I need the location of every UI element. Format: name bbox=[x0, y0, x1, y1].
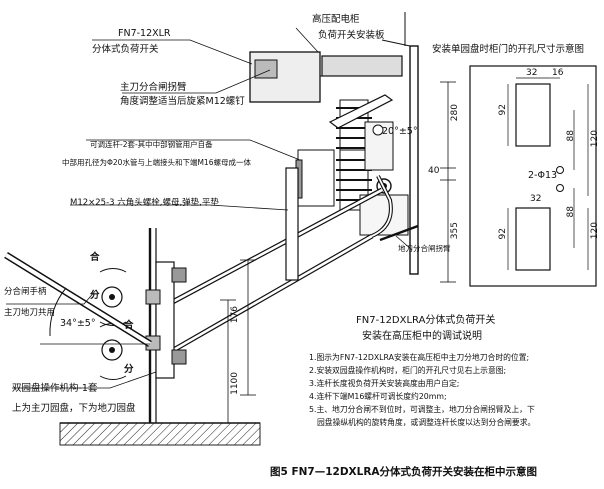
note-item: 4.连杆下端M16螺杆可调长度约20mm; bbox=[309, 392, 447, 401]
mounting-board bbox=[381, 12, 419, 275]
door-cutout-diagram bbox=[469, 65, 597, 287]
mechanism-description: 上为主刀园盘，下为地刀园盘 bbox=[12, 403, 136, 414]
note-item: 5.主、地刀分合闸不到位时，可调整主，地刀分合闸拐臂及上，下 bbox=[309, 405, 535, 414]
close-label-upper: 合 bbox=[90, 252, 100, 263]
leader-lines bbox=[6, 27, 413, 389]
model-label: FN7-12XLR bbox=[118, 28, 171, 39]
panel-subtitle: 负荷开关安装板 bbox=[318, 30, 385, 41]
hole-label: 2-Φ13 bbox=[528, 170, 558, 181]
bolt-label: M12×25-3 六角头螺栓,螺母,弹垫,平垫 bbox=[70, 198, 219, 208]
dim-height-92a: 92 bbox=[498, 104, 508, 116]
handle-angle: 34°±5° bbox=[60, 318, 96, 329]
rod-note-line1: 可调连杆-2套-其中中部钢管用户自备 bbox=[90, 140, 213, 149]
model-description: 分体式负荷开关 bbox=[92, 44, 159, 55]
note-item: 3.连杆长度视负荷开关安装高度由用户自定; bbox=[309, 379, 460, 388]
dim-height-88b: 88 bbox=[566, 206, 576, 218]
operating-mechanism bbox=[99, 261, 187, 380]
close-label-lower: 合 bbox=[124, 320, 134, 331]
note-item: 1.图示为FN7-12DXLRA安装在高压柜中主刀分地刀合时的位置; bbox=[309, 353, 530, 362]
earth-arm-label: 地刀分合闸拐臂 bbox=[398, 244, 451, 253]
link-rod-lower bbox=[168, 175, 393, 355]
dim-width-32a: 32 bbox=[526, 68, 538, 78]
dim-width-16: 16 bbox=[552, 68, 564, 78]
figure-caption: 图5 FN7—12DXLRA分体式负荷开关安装在柜中示意图 bbox=[270, 466, 538, 478]
dim-height-92b: 92 bbox=[498, 228, 508, 240]
dim-width-32b: 32 bbox=[530, 194, 542, 204]
rod-note-line2: 中部用孔径为Φ20水管与上端接头和下端M16螺母成一体 bbox=[62, 158, 251, 167]
switch-body bbox=[249, 51, 419, 242]
note-item: 2.安装双园盘操作机构时，柜门的开孔尺寸见右上示意图; bbox=[309, 366, 507, 375]
note-item: 园盘操纵机构的旋转角度，或调整连杆长度以达到分合闸要求。 bbox=[317, 418, 536, 427]
mechanism-label: 双园盘操作机构-1套 bbox=[12, 383, 98, 394]
open-label-lower: 分 bbox=[124, 364, 134, 375]
dim-height-120b: 120 bbox=[590, 222, 600, 240]
operating-handle bbox=[4, 252, 152, 347]
panel-title: 高压配电柜 bbox=[312, 14, 360, 25]
open-label-upper: 分 bbox=[90, 290, 100, 301]
handle-shared-label: 主刀地刀共用 bbox=[4, 308, 56, 318]
notes-list: 1.图示为FN7-12DXLRA安装在高压柜中主刀分地刀合时的位置; 2.安装双… bbox=[309, 351, 601, 429]
dim-176: 176 bbox=[230, 306, 240, 324]
dim-1100: 1100 bbox=[230, 372, 240, 395]
main-arm-description: 角度调整适当后旋紧M12螺钉 bbox=[120, 96, 245, 107]
door-diagram-title: 安装单园盘时柜门的开孔尺寸示意图 bbox=[432, 44, 585, 55]
floor bbox=[59, 422, 261, 446]
center-title-line2: 安装在高压柜中的调试说明 bbox=[362, 331, 482, 342]
vertical-pipe bbox=[285, 167, 299, 281]
dimension-lines bbox=[220, 81, 456, 423]
main-arm-label: 主刀分合闸拐臂 bbox=[120, 82, 187, 93]
link-rod-upper bbox=[163, 187, 384, 309]
top-angle: 20°±5° bbox=[382, 126, 418, 137]
dim-355: 355 bbox=[450, 222, 460, 240]
dim-40: 40 bbox=[428, 166, 440, 176]
dim-height-88a: 88 bbox=[566, 130, 576, 142]
center-title-line1: FN7-12DXLRA分体式负荷开关 bbox=[356, 315, 496, 326]
dim-280: 280 bbox=[450, 104, 460, 122]
dim-height-120a: 120 bbox=[590, 130, 600, 148]
handle-label: 分合闸手柄 bbox=[4, 287, 47, 297]
cabinet-front-panel bbox=[148, 228, 157, 423]
